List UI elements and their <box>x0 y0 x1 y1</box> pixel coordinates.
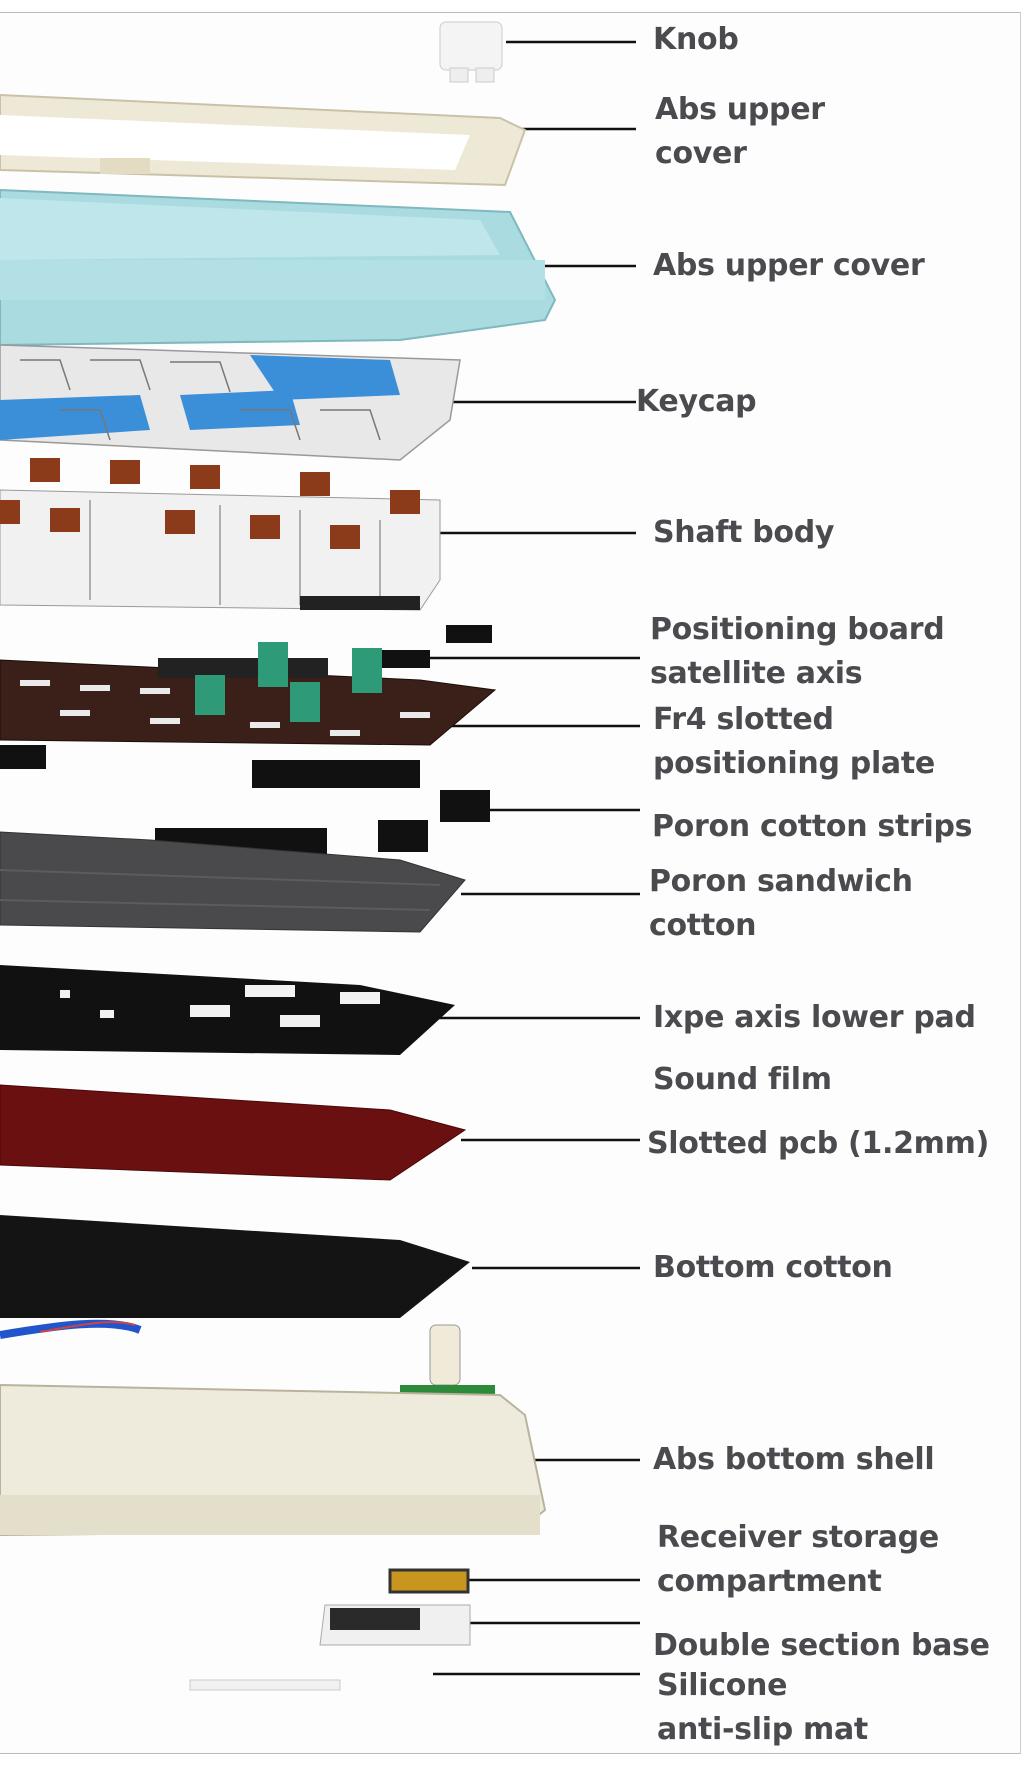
pcb-part <box>0 1084 467 1181</box>
poron-strips-part <box>0 745 490 856</box>
label-line: Fr4 slotted <box>653 702 834 737</box>
label-abs-upper-cover: Abs upper cover <box>653 248 925 283</box>
label-abs-upper-cover-frame: Abs upper cover <box>655 88 825 176</box>
label-receiver: Receiver storage compartment <box>657 1516 939 1604</box>
silicone-mat-part <box>189 1679 341 1691</box>
sandwich-foam-part <box>0 831 466 933</box>
label-sound-film: Sound film <box>653 1062 832 1097</box>
label-silicone-mat: Silicone anti-slip mat <box>657 1664 868 1752</box>
ixpe-pad-part <box>0 965 455 1055</box>
positioning-plate-part <box>0 625 497 746</box>
label-shaft-body: Shaft body <box>653 515 835 550</box>
label-line: positioning plate <box>653 746 935 781</box>
label-knob: Knob <box>653 22 739 57</box>
label-line: satellite axis <box>650 656 863 691</box>
keycaps-part <box>0 344 461 461</box>
label-positioning-board-satellite-axis: Positioning board satellite axis <box>650 608 945 696</box>
label-abs-bottom-shell: Abs bottom shell <box>653 1442 935 1477</box>
receiver-part <box>388 1568 470 1594</box>
label-ixpe: Ixpe axis lower pad <box>653 1000 976 1035</box>
label-line: cover <box>655 136 747 171</box>
label-line: Receiver storage <box>657 1520 939 1555</box>
label-line: anti-slip mat <box>657 1712 868 1747</box>
label-line: cotton <box>649 908 757 943</box>
label-line: compartment <box>657 1564 882 1599</box>
label-double-base: Double section base <box>653 1628 990 1663</box>
label-bottom-cotton: Bottom cotton <box>653 1250 893 1285</box>
label-line: Positioning board <box>650 612 945 647</box>
label-keycap: Keycap <box>636 384 757 419</box>
label-poron-strips: Poron cotton strips <box>652 809 973 844</box>
label-line: Abs upper <box>655 92 825 127</box>
label-line: Poron sandwich <box>649 864 913 899</box>
double-base-part <box>319 1604 471 1646</box>
leader-lines <box>377 40 640 1676</box>
upper-case-part <box>0 188 557 347</box>
bottom-shell-part <box>0 1319 547 1537</box>
label-line: Silicone <box>657 1668 788 1703</box>
bottom-cotton-part <box>0 1215 470 1318</box>
upper-frame-part <box>0 93 527 187</box>
label-fr4-plate: Fr4 slotted positioning plate <box>653 698 935 786</box>
knob-part <box>439 21 503 83</box>
label-pcb: Slotted pcb (1.2mm) <box>647 1126 990 1161</box>
label-poron-sandwich: Poron sandwich cotton <box>649 860 913 948</box>
switches-part <box>0 458 441 611</box>
stabilizers <box>195 642 382 722</box>
